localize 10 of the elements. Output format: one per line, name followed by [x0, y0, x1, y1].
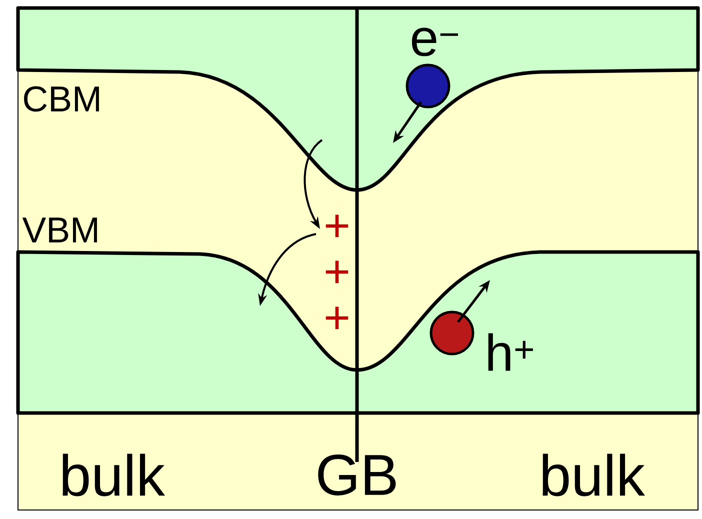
- band-label: CBM: [24, 86, 99, 112]
- region-label: bulk: [542, 454, 646, 496]
- region-label: GB: [318, 454, 396, 496]
- region-label: bulk: [62, 454, 166, 496]
- charge-label: e$^{−}$: [412, 28, 458, 56]
- plus-sign: +: [326, 214, 348, 238]
- plus-sign: +: [326, 306, 348, 330]
- plus-sign: +: [326, 260, 348, 284]
- band-label: VBM: [22, 218, 97, 242]
- charge-label: h$^{+}$: [488, 333, 533, 371]
